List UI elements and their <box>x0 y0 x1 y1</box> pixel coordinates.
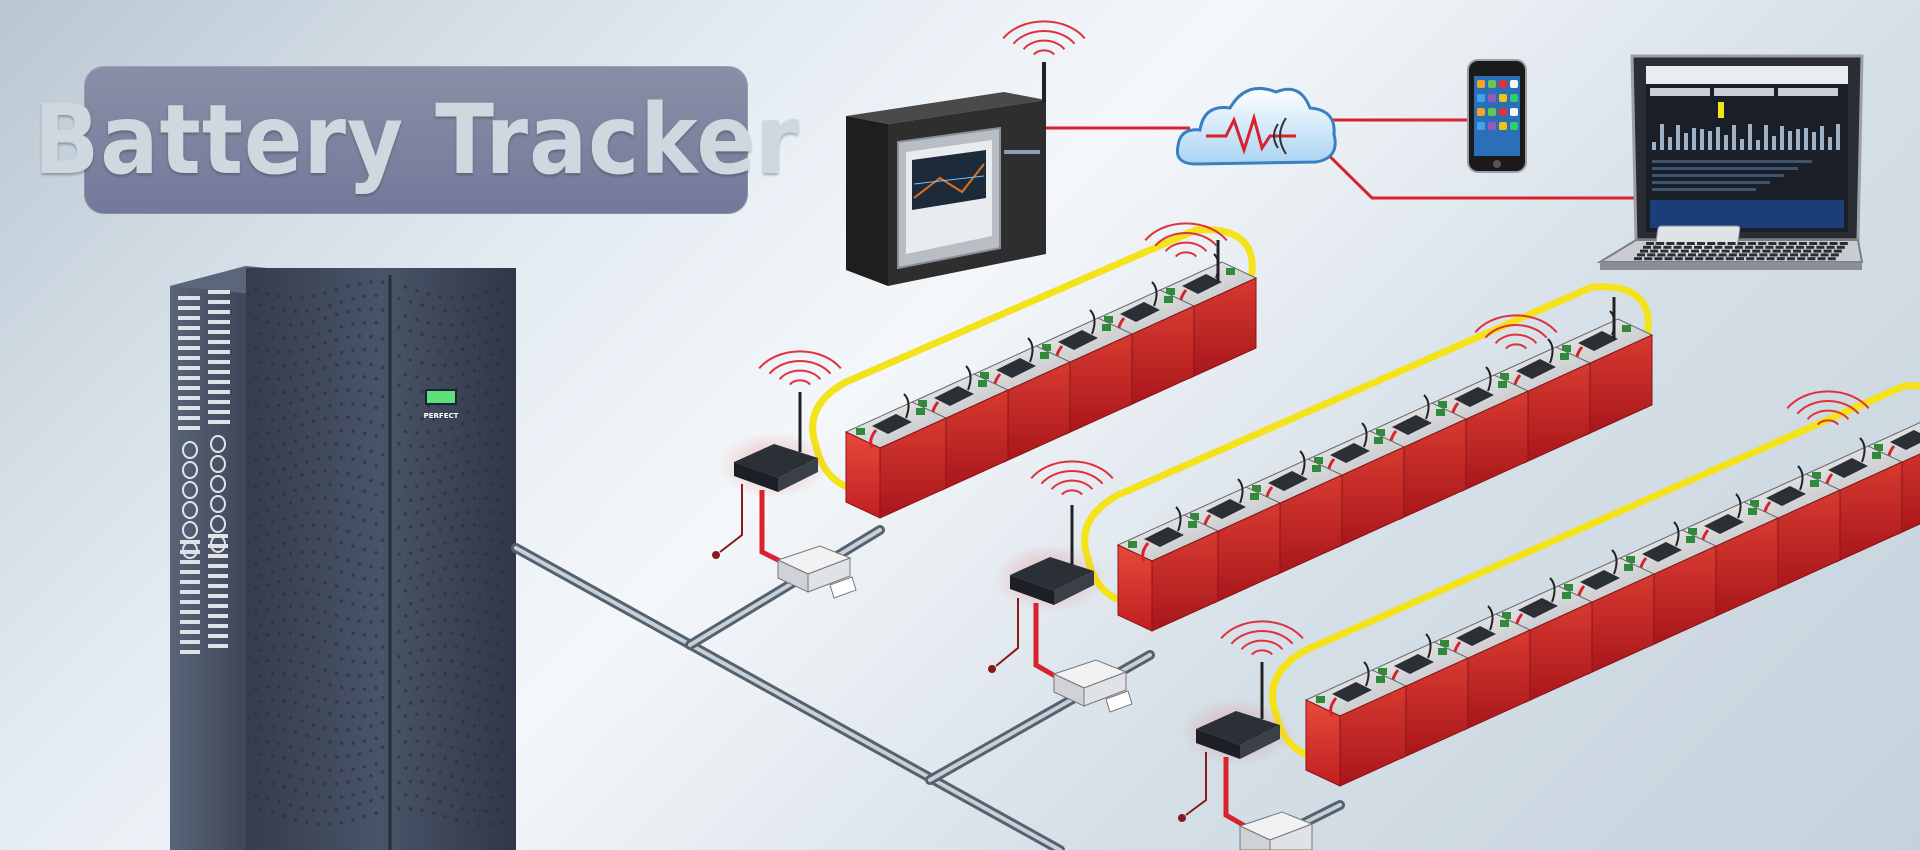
junction-box-icon <box>1238 811 1314 850</box>
battery-string <box>809 226 1258 519</box>
cloud-icon <box>1175 87 1337 166</box>
junction-box-icon <box>1052 659 1133 713</box>
wireless-signal-icon <box>1002 20 1086 56</box>
string-sensor-1 <box>712 392 857 599</box>
wireless-signal-icon <box>1144 222 1228 258</box>
laptop-icon <box>1596 54 1864 270</box>
battery-string <box>1269 382 1920 787</box>
title-banner: Battery Tracker <box>33 66 798 214</box>
wireless-signal-icon <box>1030 460 1114 496</box>
battery-icon <box>1304 661 1408 787</box>
sensor-module-icon <box>1010 557 1094 591</box>
wireless-signal-icon <box>1474 314 1558 350</box>
cabinet-brand-label: PERFECT <box>424 412 459 420</box>
network-links <box>1046 118 1640 200</box>
page-title: Battery Tracker <box>33 84 799 196</box>
sensor-module-icon <box>734 444 818 478</box>
wireless-signal-icon <box>758 350 842 386</box>
string-sensor-3 <box>1178 662 1314 850</box>
monitor-unit-icon <box>846 62 1046 286</box>
battery-strings <box>809 226 1920 787</box>
battery-icon <box>844 393 948 519</box>
sensor-module-icon <box>1196 711 1280 745</box>
wireless-signal-icon <box>1786 390 1870 426</box>
string-sensor-2 <box>988 505 1133 713</box>
battery-string <box>1081 283 1654 632</box>
junction-box-icon <box>776 545 857 599</box>
wireless-signals <box>758 20 1870 656</box>
wireless-signal-icon <box>1220 620 1304 656</box>
ups-cabinet-icon: PERFECT <box>170 266 516 850</box>
conduit-pipes <box>511 525 1345 850</box>
battery-icon <box>1116 506 1220 632</box>
smartphone-icon <box>1467 59 1527 173</box>
